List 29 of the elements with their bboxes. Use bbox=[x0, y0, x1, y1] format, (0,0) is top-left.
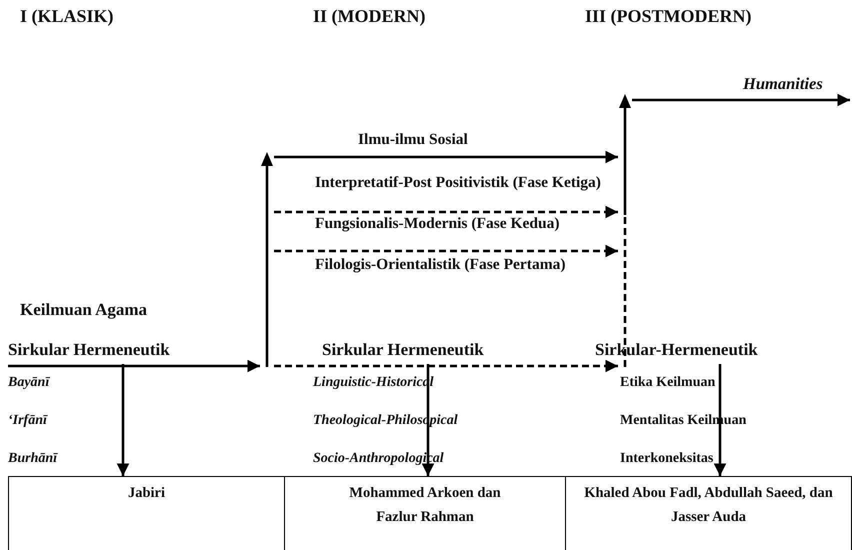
arrow bbox=[274, 206, 618, 218]
method-label: Bayānī bbox=[8, 375, 50, 392]
flow-label: Sirkular Hermeneutik bbox=[322, 340, 484, 360]
phase-label: Fungsionalis-Modernis (Fase Kedua) bbox=[315, 215, 560, 233]
arrow bbox=[274, 150, 618, 164]
arrow bbox=[274, 360, 618, 372]
period-heading: II (MODERN) bbox=[313, 6, 426, 27]
table-cell bbox=[8, 476, 285, 550]
phase-label: Interpretatif-Post Positivistik (Fase Ketiga) bbox=[315, 174, 601, 192]
table-cell bbox=[565, 476, 852, 550]
group-label: Keilmuan Agama bbox=[20, 300, 148, 320]
arrow bbox=[274, 244, 618, 258]
method-label: Interkoneksitas bbox=[620, 451, 714, 468]
name-text: Khaled Abou Fadl, Abdullah Saeed, dan Jasser Auda bbox=[583, 484, 834, 527]
method-label: Burhānī bbox=[8, 451, 58, 468]
name-text: Mohammed Arkoen dan Fazlur Rahman bbox=[348, 484, 502, 527]
method-label: Etika Keilmuan bbox=[620, 375, 716, 392]
period-heading: I (KLASIK) bbox=[20, 6, 114, 27]
arrow bbox=[8, 360, 260, 372]
flow-label: Sirkular Hermeneutik bbox=[8, 340, 170, 360]
period-heading: III (POSTMODERN) bbox=[585, 6, 752, 27]
arrow bbox=[116, 364, 130, 476]
flow-label: Sirkular-Hermeneutik bbox=[595, 340, 758, 360]
phase-label: Filologis-Orientalistik (Fase Pertama) bbox=[315, 256, 566, 274]
arrow bbox=[422, 364, 434, 476]
name-text: Jabiri bbox=[126, 484, 166, 503]
arrow bbox=[714, 364, 726, 476]
arrow bbox=[632, 94, 850, 106]
method-label: ‘Irfānī bbox=[8, 413, 47, 430]
